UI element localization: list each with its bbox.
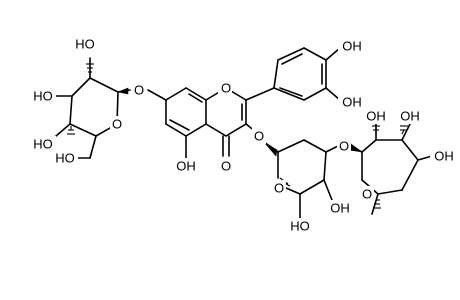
bond <box>273 59 279 89</box>
atom-label-glc-link-o: O <box>134 83 144 98</box>
bond <box>325 145 339 153</box>
bond <box>279 87 303 97</box>
atom-label-glc-ring-o: O <box>112 117 122 132</box>
atom-label-glc-oh6: HO <box>55 151 75 166</box>
atom-label-rha-oh3: OH <box>400 109 420 124</box>
bond <box>303 139 327 153</box>
atom-label-rha-oh2: OH <box>366 109 386 124</box>
atom-label-chromone-o: O <box>221 81 231 96</box>
hashed-bond <box>400 125 408 135</box>
bond <box>165 87 187 101</box>
atom-label-oh5: OH <box>176 159 196 174</box>
atom-label-glc-oh2: HO <box>75 37 95 52</box>
hashed-bond <box>67 126 75 135</box>
bond <box>188 93 203 103</box>
bond <box>401 123 411 141</box>
atom-label-glc-oh4: HO <box>33 137 53 152</box>
atom-label-pentose-oh4: HO <box>290 219 310 234</box>
bond <box>273 87 305 101</box>
atom-label-oh3p: OH <box>342 39 362 54</box>
atom-label-glc-oh3: HO <box>33 89 53 104</box>
bond <box>225 123 247 137</box>
bond <box>89 77 119 93</box>
glucose-ring <box>55 57 167 159</box>
bond <box>71 77 91 97</box>
wedge-bond <box>263 141 278 157</box>
atom-label-pentose-o2: O <box>339 139 349 154</box>
bond <box>69 95 73 125</box>
bond <box>69 123 97 137</box>
hashed-bond <box>373 199 381 209</box>
bond <box>165 123 187 137</box>
bond <box>361 139 377 153</box>
bond <box>55 123 71 137</box>
bond <box>401 139 419 161</box>
bond <box>277 47 305 61</box>
bond <box>325 87 341 101</box>
bond <box>303 47 327 61</box>
bond <box>325 47 341 61</box>
bond <box>285 187 301 195</box>
bond <box>277 139 305 153</box>
bond <box>169 119 190 131</box>
hashed-bond <box>86 63 94 76</box>
bond <box>205 123 227 137</box>
bond <box>147 89 167 101</box>
bond <box>89 135 97 159</box>
bond <box>417 155 433 161</box>
atom-label-rha-oh4: OH <box>434 149 454 164</box>
hashed-bond <box>372 125 380 134</box>
atom-label-rha-ring-o: O <box>362 187 372 202</box>
atom-label-oh4p: OH <box>342 95 362 110</box>
atom-label-pentose-ring-o: O <box>274 181 284 196</box>
bond <box>299 179 325 195</box>
bond <box>303 87 327 101</box>
bond <box>377 189 403 195</box>
bond <box>185 87 207 101</box>
bond <box>185 123 207 137</box>
atom-label-link-o3: O <box>254 129 264 144</box>
bond <box>323 179 333 201</box>
atom-label-pentose-oh3: OH <box>330 201 350 216</box>
bond <box>323 151 327 181</box>
wedge-bond <box>117 87 129 95</box>
atom-label-carbonyl-o: O <box>221 159 231 174</box>
bond <box>245 87 275 101</box>
bond <box>401 159 419 191</box>
bond <box>281 53 303 65</box>
catechol-b-ring <box>245 47 341 101</box>
chromone-a-ring <box>165 87 207 159</box>
